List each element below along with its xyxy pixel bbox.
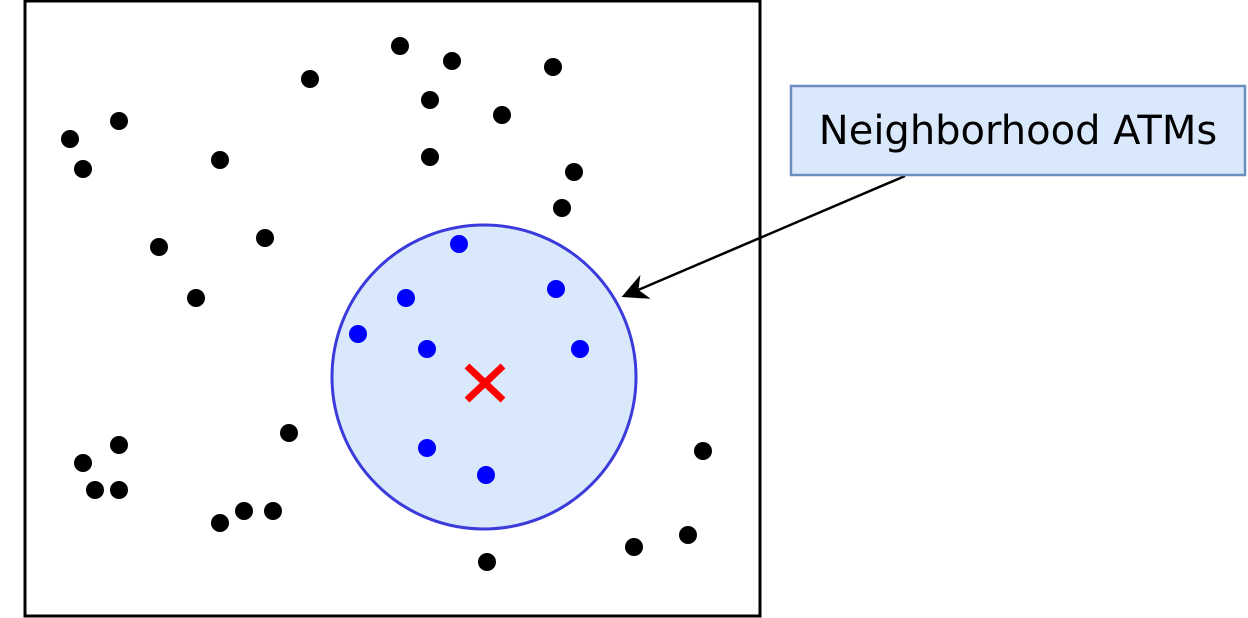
atm-point bbox=[280, 424, 298, 442]
atm-point bbox=[74, 160, 92, 178]
neighbor-atm-point bbox=[450, 235, 468, 253]
neighbor-atm-point bbox=[477, 466, 495, 484]
atm-point bbox=[443, 52, 461, 70]
atm-point bbox=[211, 514, 229, 532]
atm-point bbox=[264, 502, 282, 520]
atm-point bbox=[256, 229, 274, 247]
atm-point bbox=[553, 199, 571, 217]
atm-point bbox=[74, 454, 92, 472]
neighbor-atm-point bbox=[571, 340, 589, 358]
atm-point bbox=[150, 238, 168, 256]
atm-point bbox=[110, 436, 128, 454]
atm-point bbox=[493, 106, 511, 124]
atm-point bbox=[235, 502, 253, 520]
callout-box: Neighborhood ATMs bbox=[789, 84, 1247, 177]
callout-label: Neighborhood ATMs bbox=[819, 108, 1217, 154]
atm-point bbox=[544, 58, 562, 76]
atm-point bbox=[694, 442, 712, 460]
atm-point bbox=[110, 481, 128, 499]
cross-icon bbox=[464, 363, 506, 403]
atm-point bbox=[187, 289, 205, 307]
atm-point bbox=[301, 70, 319, 88]
neighbor-atm-point bbox=[418, 340, 436, 358]
neighbor-atm-point bbox=[397, 289, 415, 307]
callout-arrow bbox=[621, 174, 906, 299]
neighbor-atm-point bbox=[349, 325, 367, 343]
atm-point bbox=[421, 91, 439, 109]
neighbor-atm-point bbox=[418, 439, 436, 457]
neighbor-atm-point bbox=[547, 280, 565, 298]
atm-point bbox=[565, 163, 583, 181]
atm-point bbox=[211, 151, 229, 169]
atm-point bbox=[110, 112, 128, 130]
atm-point bbox=[391, 37, 409, 55]
outside-atm-points bbox=[61, 37, 712, 571]
atm-point bbox=[61, 130, 79, 148]
neighbor-atm-points bbox=[349, 235, 589, 484]
atm-point bbox=[625, 538, 643, 556]
atm-point bbox=[86, 481, 104, 499]
atm-point bbox=[421, 148, 439, 166]
atm-point bbox=[679, 526, 697, 544]
atm-point bbox=[478, 553, 496, 571]
